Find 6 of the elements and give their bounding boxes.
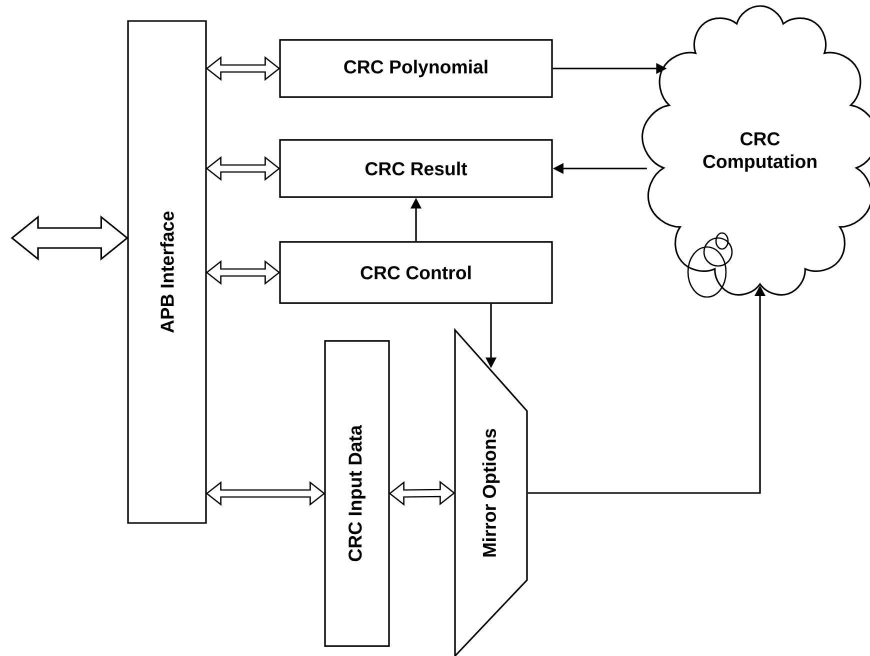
- register-box: CRC Control: [279, 241, 553, 304]
- interface-box: APB Interface: [127, 20, 207, 524]
- computation-cloud: CRC Computation: [642, 5, 870, 296]
- register-box: CRC Result: [279, 139, 553, 198]
- register-box: CRC Polynomial: [279, 39, 553, 98]
- register-box: CRC Input Data: [324, 340, 390, 647]
